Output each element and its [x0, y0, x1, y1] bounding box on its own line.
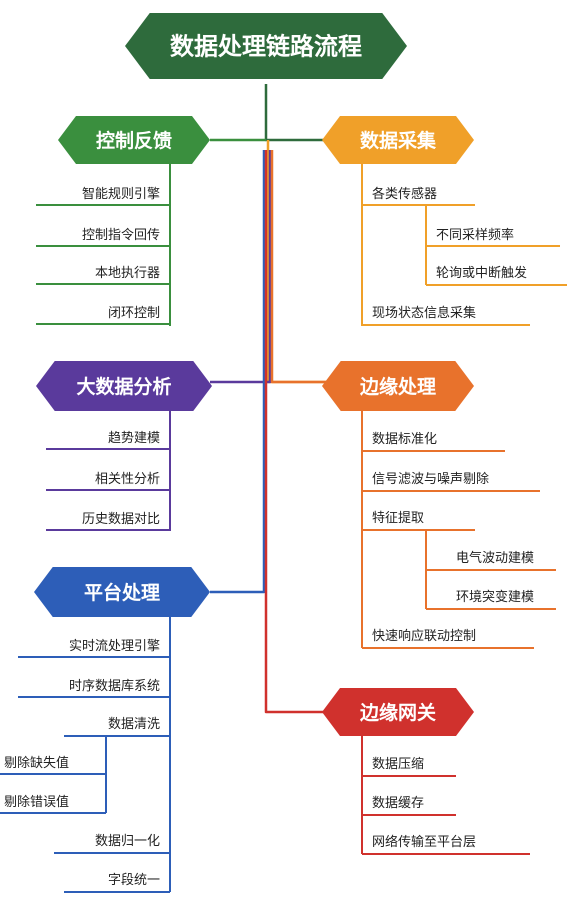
branch-collect-label: 数据采集: [360, 129, 437, 152]
platform-item-2: 数据清洗: [108, 717, 160, 732]
trunk-red: [264, 150, 334, 714]
branch-control-shape: [58, 116, 210, 164]
branch-gateway: 边缘网关: [322, 688, 474, 736]
branch-edge: 边缘处理: [322, 361, 474, 411]
gateway-item-0: 数据压缩: [372, 756, 424, 772]
branch-control: 控制反馈: [58, 116, 210, 164]
gateway-item-2: 网络传输至平台层: [372, 834, 476, 850]
edge-item-2: 特征提取: [372, 510, 424, 526]
root-title-shape: [125, 13, 407, 79]
edge-item-1: 信号滤波与噪声剔除: [372, 472, 489, 487]
analysis-item-1: 相关性分析: [95, 472, 160, 487]
branch-platform-label: 平台处理: [84, 581, 160, 604]
gateway-item-1: 数据缓存: [372, 796, 424, 811]
analysis-item-2: 历史数据对比: [82, 512, 160, 527]
edge-item-5: 快速响应联动控制: [372, 628, 476, 644]
branch-platform-shape: [34, 567, 210, 617]
branch-gateway-shape: [322, 688, 474, 736]
control-item-1: 控制指令回传: [82, 228, 160, 243]
branch-collect-shape: [322, 116, 474, 164]
branch-edge-shape: [322, 361, 474, 411]
connector-lines: [0, 164, 567, 893]
analysis-item-0: 趋势建模: [108, 430, 160, 446]
platform-item-3: 剔除缺失值: [4, 755, 69, 771]
platform-item-4: 剔除错误值: [4, 794, 69, 810]
branch-control-label: 控制反馈: [96, 129, 172, 152]
branch-gateway-label: 边缘网关: [359, 701, 436, 724]
branch-collect: 数据采集: [322, 116, 474, 164]
platform-item-5: 数据归一化: [95, 834, 160, 849]
root-title-label: 数据处理链路流程: [170, 33, 362, 61]
trunk-purple: [210, 150, 272, 384]
collect-item-3: 现场状态信息采集: [372, 305, 476, 321]
edge-item-4: 环境突变建模: [456, 589, 534, 605]
branch-edge-label: 边缘处理: [359, 375, 436, 398]
control-item-2: 本地执行器: [95, 266, 160, 281]
collect-item-0: 各类传感器: [372, 186, 437, 202]
trunk-green-top: [264, 84, 334, 142]
branch-analysis-shape: [36, 361, 212, 411]
platform-item-0: 实时流处理引擎: [69, 639, 160, 654]
trunk-lines: [210, 84, 334, 714]
platform-item-6: 字段统一: [108, 873, 160, 888]
control-item-3: 闭环控制: [108, 306, 160, 321]
collect-item-2: 轮询或中断触发: [436, 265, 527, 281]
branch-platform: 平台处理: [34, 567, 210, 617]
edge-item-3: 电气波动建模: [456, 550, 534, 566]
branch-analysis: 大数据分析: [36, 361, 212, 411]
branch-analysis-label: 大数据分析: [76, 375, 171, 398]
trunk-blue: [210, 150, 266, 594]
root-title: 数据处理链路流程: [125, 13, 407, 79]
edge-item-0: 数据标准化: [372, 432, 437, 447]
collect-item-1: 不同采样频率: [436, 227, 514, 243]
trunk-orange-collect: [266, 140, 334, 384]
control-item-0: 智能规则引擎: [82, 187, 160, 202]
platform-item-1: 时序数据库系统: [69, 678, 160, 694]
trunk-orange-edge: [270, 150, 334, 384]
